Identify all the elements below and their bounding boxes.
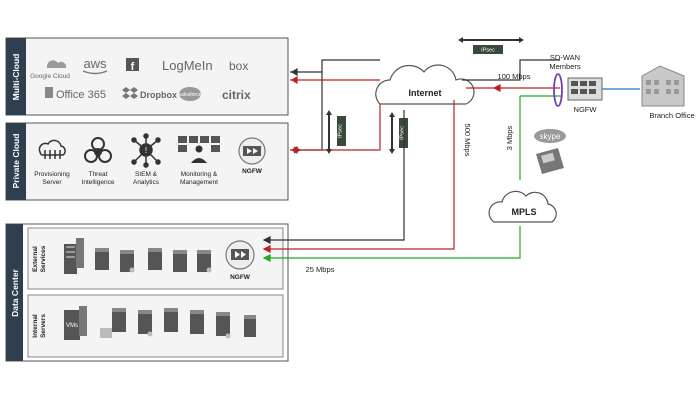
monitoring-dashboard-icon xyxy=(178,136,220,163)
svg-text:Dropbox: Dropbox xyxy=(140,90,177,100)
private-cloud-item-label: Analytics xyxy=(133,179,160,186)
salesforce-logo: salesforce xyxy=(179,87,202,101)
external-server-icon xyxy=(64,238,84,274)
server-icon xyxy=(197,250,212,273)
citrix-logo: citrix xyxy=(222,88,251,102)
skype-icon: skype xyxy=(534,129,566,143)
private-cloud-label: Private Cloud xyxy=(11,134,21,189)
internet-bandwidth-label: 500 Mbps xyxy=(463,124,472,157)
dropbox-logo: Dropbox xyxy=(122,87,177,100)
private-cloud-item-label: SIEM & xyxy=(135,171,158,178)
private-cloud-item-label: Provisioning xyxy=(34,171,70,178)
ngfw-private-label: NGFW xyxy=(242,168,263,175)
mpls-bandwidth-label: 3 Mbps xyxy=(505,125,514,150)
sdwan-label: Members xyxy=(549,62,581,71)
server-icon xyxy=(244,315,256,337)
private-cloud-item-label: Intelligence xyxy=(82,179,115,186)
internal-servers-label: Servers xyxy=(40,314,47,338)
server-icon xyxy=(112,308,126,332)
ipsec-tunnel-left: IPsec xyxy=(326,110,346,154)
branch-office-label: Branch Office xyxy=(649,111,694,120)
svg-text:f: f xyxy=(131,61,135,73)
branch-bandwidth-label: 100 Mbps xyxy=(498,72,531,81)
biohazard-icon xyxy=(84,137,112,163)
sdwan-members-marker xyxy=(553,73,563,107)
office365-logo: Office 365 xyxy=(45,87,106,101)
aws-logo: aws xyxy=(83,56,107,71)
internet-label: Internet xyxy=(408,88,441,98)
svg-text:Google Cloud: Google Cloud xyxy=(30,73,70,80)
private-cloud-item-label: Threat xyxy=(89,171,108,178)
private-cloud-item-label: Management xyxy=(180,179,218,186)
phone-icon xyxy=(536,148,564,174)
server-icon xyxy=(95,248,109,270)
link-internet-branch xyxy=(462,59,562,180)
box-logo: box xyxy=(229,59,248,73)
multi-cloud-label: Multi-Cloud xyxy=(11,54,21,101)
multi-cloud-panel: Multi-Cloud xyxy=(5,37,289,116)
branch-ngfw-label: NGFW xyxy=(574,105,598,114)
siem-analytics-icon: ! xyxy=(131,133,161,168)
server-icon xyxy=(164,308,178,332)
external-services-label: External xyxy=(32,246,39,272)
logmein-logo: LogMeIn xyxy=(162,58,213,73)
server-icon xyxy=(120,250,135,273)
ipsec-label: IPsec xyxy=(338,124,344,138)
ipsec-tunnel-center: IPsec xyxy=(389,112,408,154)
branch-office-building-icon xyxy=(641,65,685,107)
link-datacenter-internet xyxy=(262,100,521,262)
mpls-label: MPLS xyxy=(511,207,536,217)
aws-smile-icon xyxy=(82,70,108,75)
svg-text:salesforce: salesforce xyxy=(179,92,202,98)
link-privatecloud-internet xyxy=(290,104,381,155)
server-icon xyxy=(138,310,153,337)
svg-text:Office 365: Office 365 xyxy=(56,89,106,101)
server-icon xyxy=(190,310,204,334)
ipsec-label: IPsec xyxy=(400,126,406,140)
ipsec-tunnel-top: IPsec xyxy=(458,37,524,54)
private-cloud-item-label: Server xyxy=(42,179,62,186)
vms-label: VMs xyxy=(66,323,78,329)
google-cloud-logo: Google Cloud xyxy=(30,60,70,80)
provisioning-server-icon xyxy=(38,139,66,159)
data-center-label: Data Center xyxy=(10,268,20,316)
link-multicloud-internet xyxy=(290,59,380,154)
sdwan-label: SD-WAN xyxy=(550,53,580,62)
svg-text:skype: skype xyxy=(540,132,561,141)
mpls-cloud: MPLS xyxy=(488,190,557,223)
svg-text:!: ! xyxy=(145,146,147,155)
server-icon xyxy=(148,248,162,270)
ngfw-datacenter-icon xyxy=(225,240,255,270)
ngfw-datacenter-label: NGFW xyxy=(230,274,251,281)
facebook-logo: f xyxy=(126,58,139,73)
vms-server-icon: VMs xyxy=(64,306,112,340)
internet-cloud: Internet xyxy=(375,64,475,105)
server-icon xyxy=(173,250,187,272)
ngfw-private-icon xyxy=(238,137,266,165)
external-services-label: Services xyxy=(40,245,47,272)
branch-ngfw-icon xyxy=(567,77,603,101)
internal-servers-label: Internal xyxy=(32,314,39,338)
private-cloud-item-label: Monitoring & xyxy=(181,171,218,178)
ipsec-label: IPsec xyxy=(481,48,495,54)
datacenter-bandwidth-label: 25 Mbps xyxy=(306,265,335,274)
server-icon xyxy=(216,312,231,339)
